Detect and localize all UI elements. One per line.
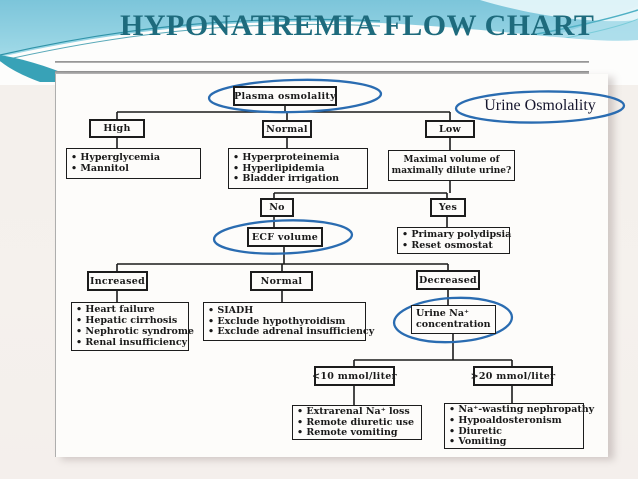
list-item: • Remote diuretic use [297, 416, 415, 428]
list-item: • SIADH [208, 304, 254, 316]
separator-line-bottom [55, 71, 589, 74]
high-na-list: • Na⁺-wasting nephropathy • Hypoaldoster… [444, 403, 595, 449]
normal2-list: • SIADH • Exclude hypothyroidism • Exclu… [203, 302, 375, 341]
low-na-list: • Extrarenal Na⁺ loss • Remote diuretic … [292, 405, 422, 440]
high-list: • Hyperglycemia • Mannitol [66, 148, 201, 179]
node-normal-1: Normal [262, 120, 312, 138]
list-item: • Hyperproteinemia [233, 151, 340, 163]
node-ecf-volume: ECF volume [247, 227, 323, 247]
increased-list: • Heart failure • Hepatic cirrhosis • Ne… [71, 302, 194, 351]
list-item: • Exclude hypothyroidism [208, 315, 346, 327]
list-item: • Reset osmostat [402, 240, 493, 251]
separator-line-top [55, 61, 589, 63]
list-item: • Na⁺-wasting nephropathy [449, 403, 595, 415]
node-high: High [89, 119, 145, 138]
list-item: • Mannitol [71, 163, 129, 174]
node-increased: Increased [87, 271, 148, 291]
node-line: Urine Na⁺ [416, 308, 470, 320]
node-urine-na-concentration: Urine Na⁺ concentration [411, 305, 496, 334]
node-line: concentration [416, 319, 491, 330]
list-item: • Nephrotic syndrome [76, 326, 194, 337]
list-item: • Remote vomiting [297, 427, 398, 439]
list-item: • Heart failure [76, 304, 155, 316]
list-item: • Exclude adrenal insufficiency [208, 326, 375, 338]
list-item: • Hepatic cirrhosis [76, 315, 178, 327]
node-under-10-mmol: <10 mmol/liter [312, 366, 397, 386]
list-item: • Diuretic [449, 425, 502, 437]
list-item: • Extrarenal Na⁺ loss [297, 405, 410, 417]
node-yes: Yes [430, 198, 466, 217]
question-line: maximally dilute urine? [391, 165, 512, 176]
yes-list: • Primary polydipsia • Reset osmostat [397, 227, 512, 254]
list-item: • Hyperlipidemia [233, 162, 325, 174]
list-item: • Hypoaldosteronism [449, 414, 562, 426]
page-title: HYPONATREMIA FLOW CHART [120, 9, 595, 42]
list-item: • Primary polydipsia [402, 229, 512, 241]
node-decreased: Decreased [416, 270, 480, 290]
urine-osmolality-label: Urine Osmolality [484, 97, 596, 114]
flowchart-image [55, 74, 608, 457]
node-normal-2: Normal [250, 271, 313, 291]
list-item: • Bladder irrigation [233, 173, 340, 185]
list-item: • Hyperglycemia [71, 152, 160, 164]
node-low: Low [425, 120, 475, 138]
list-item: • Renal insufficiency [76, 336, 188, 348]
normal-list: • Hyperproteinemia • Hyperlipidemia • Bl… [228, 148, 368, 189]
node-maximal-volume-question: Maximal volume of maximally dilute urine… [388, 150, 515, 181]
question-line: Maximal volume of [403, 154, 500, 165]
node-over-20-mmol: >20 mmol/liter [471, 366, 555, 386]
node-plasma-osmolality: Plasma osmolality [233, 86, 337, 106]
node-no: No [260, 198, 294, 217]
list-item: • Vomiting [449, 436, 507, 448]
